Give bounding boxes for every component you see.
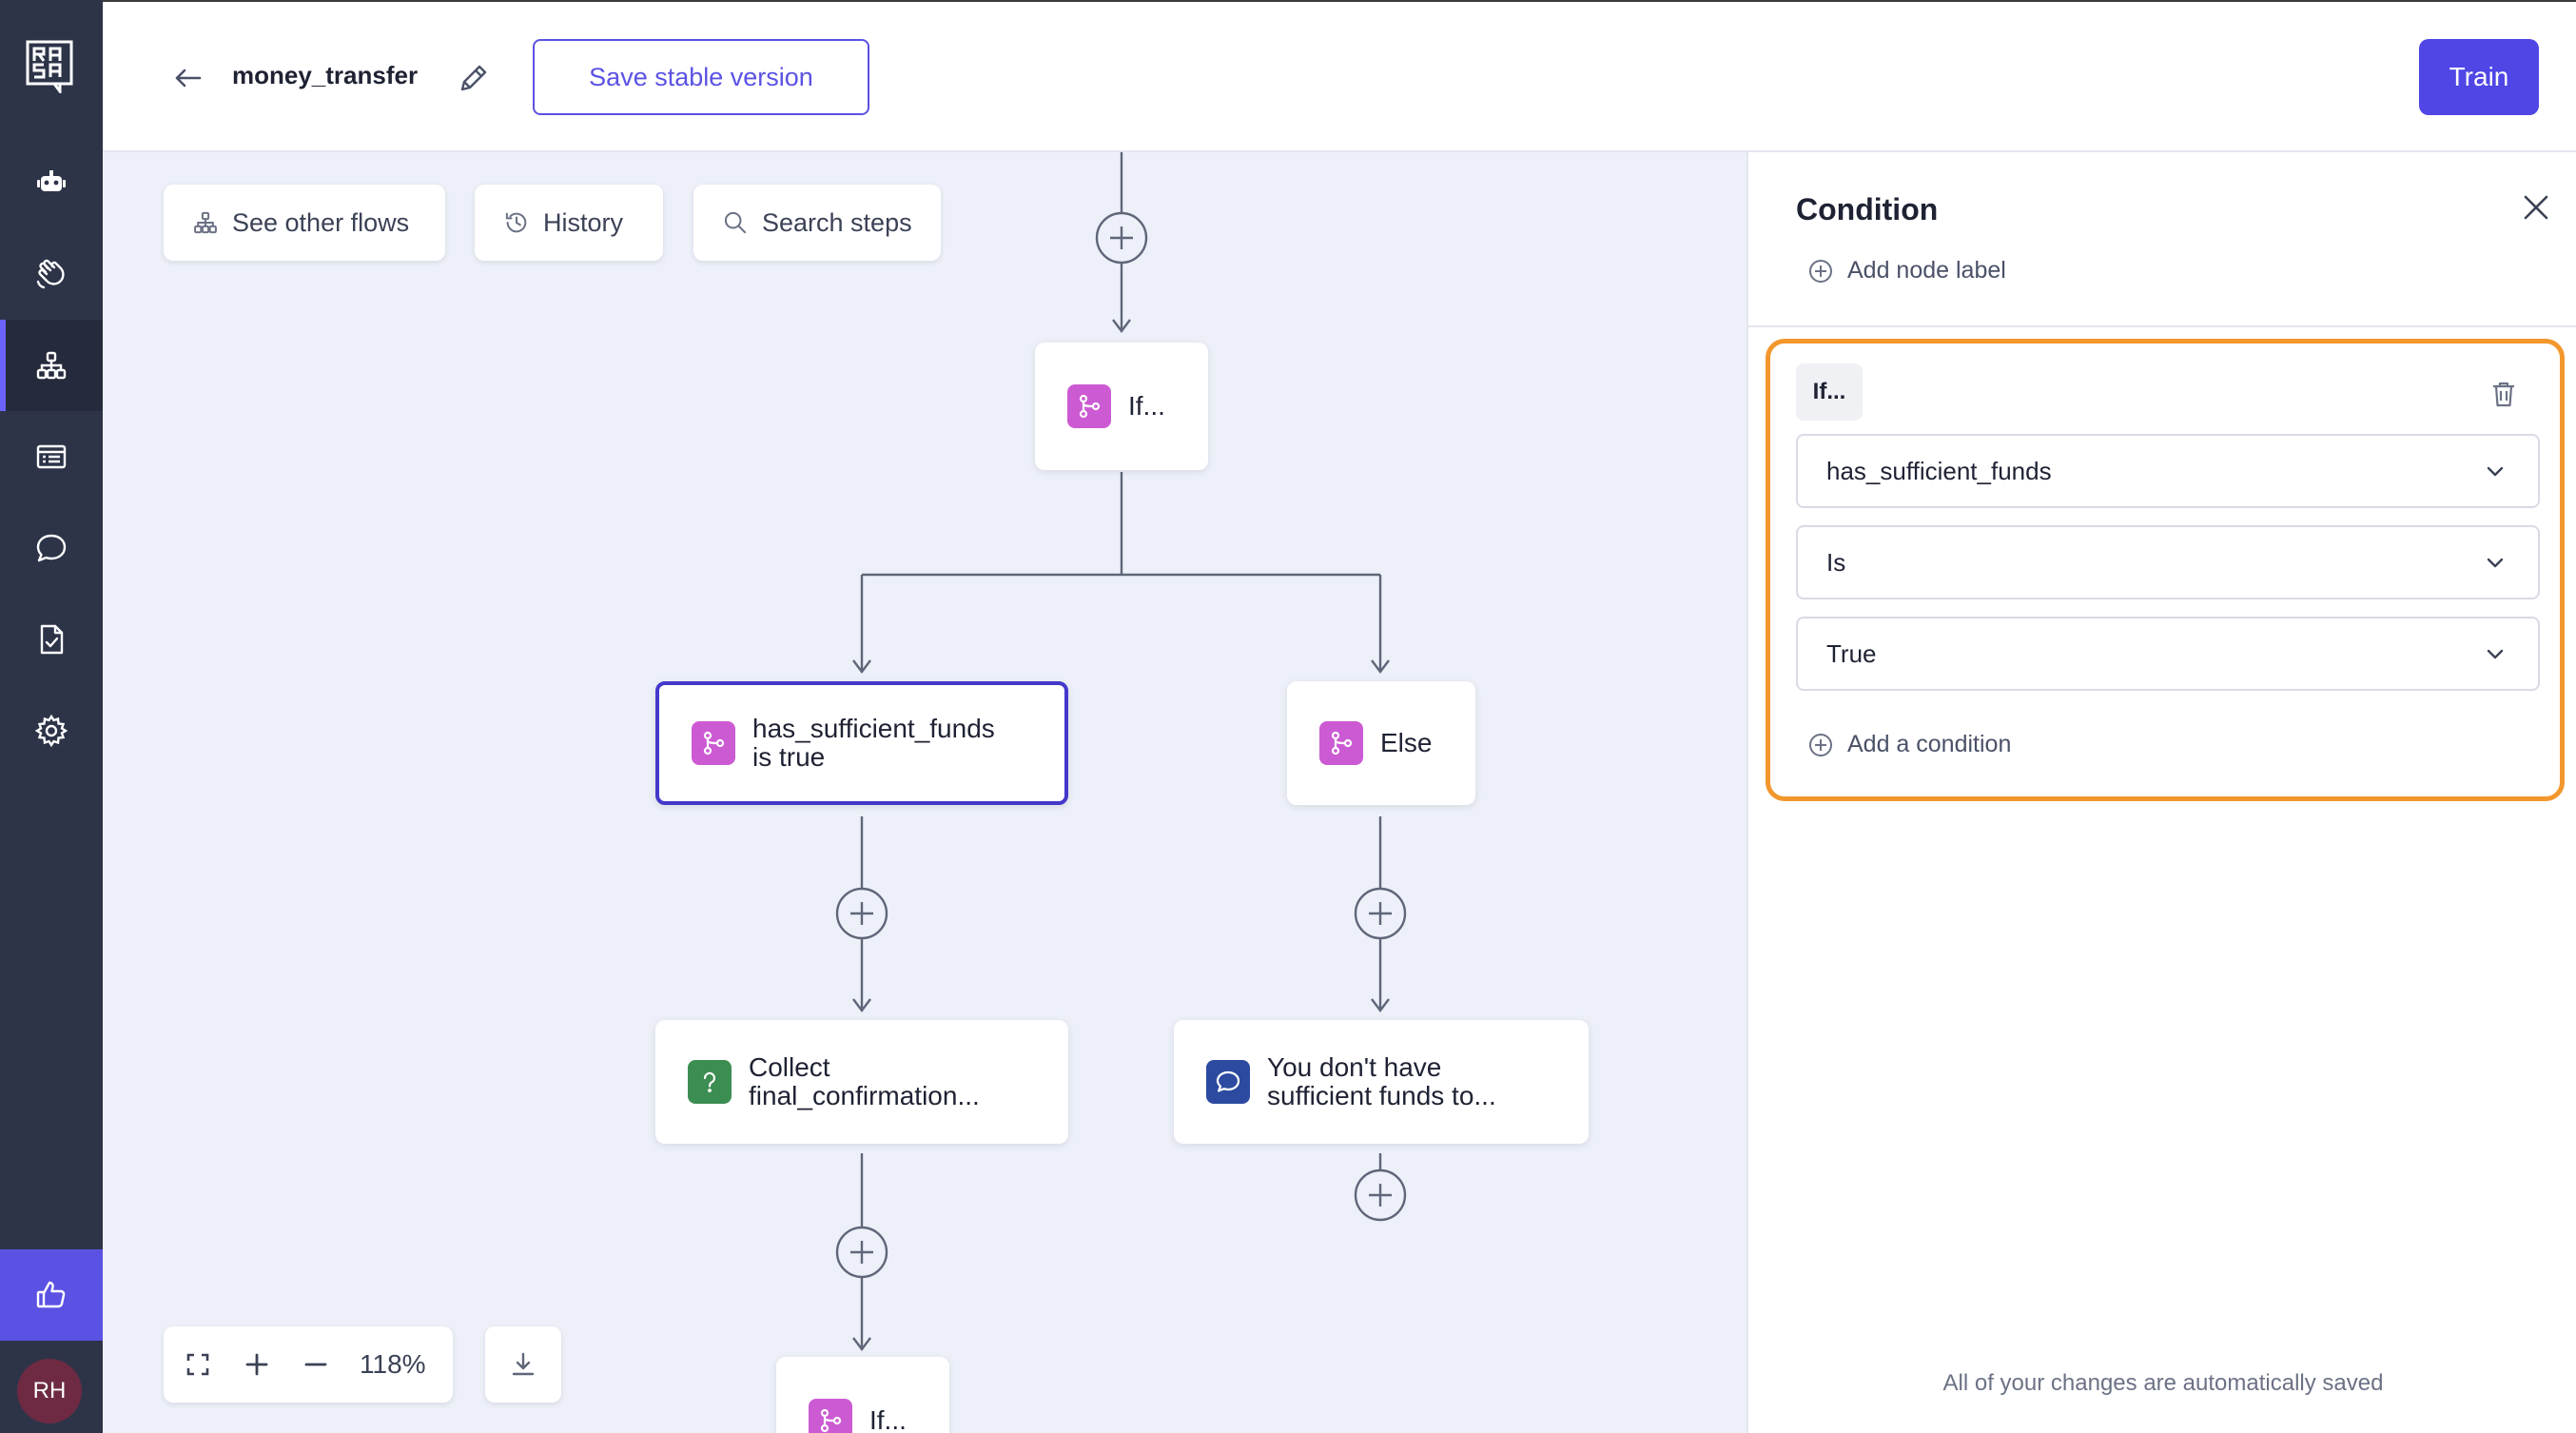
download-button[interactable] [485, 1326, 561, 1403]
sidebar-item-flows[interactable] [0, 320, 103, 411]
hand-wave-icon [36, 259, 65, 289]
node-label: If... [869, 1405, 907, 1433]
sidebar-item-assistant[interactable] [0, 137, 103, 228]
flow-connectors [852, 152, 1390, 1351]
zoom-controls: 118% [164, 1326, 453, 1403]
search-icon [724, 211, 747, 234]
if-tag: If... [1796, 363, 1863, 421]
avatar-initials: RH [32, 1378, 67, 1404]
rasa-logo[interactable] [26, 40, 73, 93]
sidebar-item-settings[interactable] [0, 685, 103, 776]
flow-canvas[interactable]: See other flows History Search steps If.… [103, 152, 1747, 1433]
node-label: Else [1380, 728, 1433, 757]
close-icon[interactable] [2517, 188, 2555, 226]
flow-node-message[interactable]: You don't have sufficient funds to... [1174, 1020, 1589, 1144]
add-step-button[interactable] [835, 887, 888, 940]
add-node-label-text: Add node label [1847, 257, 2006, 284]
chevron-down-icon [2487, 558, 2504, 568]
chevron-down-icon [2487, 649, 2504, 659]
zoom-level: 118% [360, 1349, 426, 1379]
sidebar-item-conversations[interactable] [0, 502, 103, 594]
flow-node-collect[interactable]: Collect final_confirmation... [655, 1020, 1068, 1144]
fit-view-icon[interactable] [183, 1349, 213, 1380]
add-step-button[interactable] [1095, 211, 1148, 265]
train-button[interactable]: Train [2419, 39, 2539, 115]
node-label: Collect final_confirmation... [749, 1052, 980, 1110]
slot-select-value: has_sufficient_funds [1826, 456, 2052, 485]
see-other-flows-label: See other flows [232, 207, 410, 237]
sidebar-item-greetings[interactable] [0, 228, 103, 320]
add-node-label-button[interactable]: Add node label [1807, 257, 2006, 285]
operator-select-value: Is [1826, 547, 1846, 577]
flow-node-if[interactable]: If... [1035, 343, 1208, 470]
left-nav-rail: RH [0, 0, 103, 1433]
sidebar-item-tests[interactable] [0, 594, 103, 685]
plus-circle-icon [1809, 259, 1832, 283]
flow-node-branch-else[interactable]: Else [1287, 681, 1475, 805]
zoom-in-icon[interactable] [242, 1349, 272, 1380]
flow-name: money_transfer [232, 61, 419, 89]
condition-panel: Condition Add node label If... has_suffi… [1747, 152, 2576, 1433]
save-stable-version-button[interactable]: Save stable version [533, 39, 869, 115]
pencil-icon[interactable] [457, 61, 491, 95]
top-bar: money_transfer Save stable version Train [103, 0, 2576, 152]
search-steps-button[interactable]: Search steps [693, 185, 941, 261]
add-step-button[interactable] [835, 1226, 888, 1279]
robot-icon [37, 170, 66, 191]
see-other-flows-button[interactable]: See other flows [164, 185, 445, 261]
autosave-note: All of your changes are automatically sa… [1942, 1370, 2384, 1396]
avatar[interactable]: RH [17, 1359, 82, 1423]
panel-divider [1748, 325, 2576, 327]
history-button[interactable]: History [475, 185, 663, 261]
document-check-icon [40, 624, 64, 655]
plus-circle-icon [1809, 733, 1832, 756]
add-step-button[interactable] [1354, 1168, 1407, 1222]
flows-icon [36, 351, 67, 380]
responses-icon [36, 444, 67, 469]
search-steps-label: Search steps [762, 207, 912, 237]
operator-select[interactable]: Is [1796, 525, 2540, 599]
back-arrow-icon[interactable] [169, 59, 207, 97]
chat-icon [36, 534, 67, 562]
chevron-down-icon [2487, 466, 2504, 477]
value-select-value: True [1826, 638, 1877, 668]
value-select[interactable]: True [1796, 617, 2540, 691]
add-condition-button[interactable]: Add a condition [1807, 731, 2011, 758]
zoom-out-icon[interactable] [301, 1349, 331, 1380]
message-icon [1206, 1060, 1250, 1104]
flow-node-branch-true[interactable]: has_sufficient_funds is true [655, 681, 1068, 805]
flow-node-if[interactable]: If... [776, 1357, 949, 1433]
add-condition-text: Add a condition [1847, 731, 2012, 757]
history-icon [505, 212, 527, 233]
add-step-button[interactable] [1354, 887, 1407, 940]
flows-icon [194, 211, 217, 234]
node-label: has_sufficient_funds is true [752, 714, 995, 772]
sidebar-item-responses[interactable] [0, 411, 103, 502]
feedback-button[interactable] [0, 1249, 103, 1341]
trash-icon[interactable] [2488, 379, 2519, 409]
download-icon [512, 1352, 535, 1376]
thumbs-up-icon [36, 1281, 66, 1308]
history-label: History [543, 207, 624, 237]
branch-icon [809, 1399, 852, 1433]
branch-icon [1067, 384, 1111, 428]
branch-icon [692, 721, 735, 765]
panel-title: Condition [1796, 192, 1939, 226]
slot-select[interactable]: has_sufficient_funds [1796, 434, 2540, 508]
gear-icon [34, 714, 68, 748]
node-label: If... [1128, 391, 1165, 421]
branch-icon [1319, 721, 1363, 765]
node-label: You don't have sufficient funds to... [1267, 1052, 1496, 1110]
question-icon [688, 1060, 732, 1104]
condition-group [1766, 339, 2565, 801]
